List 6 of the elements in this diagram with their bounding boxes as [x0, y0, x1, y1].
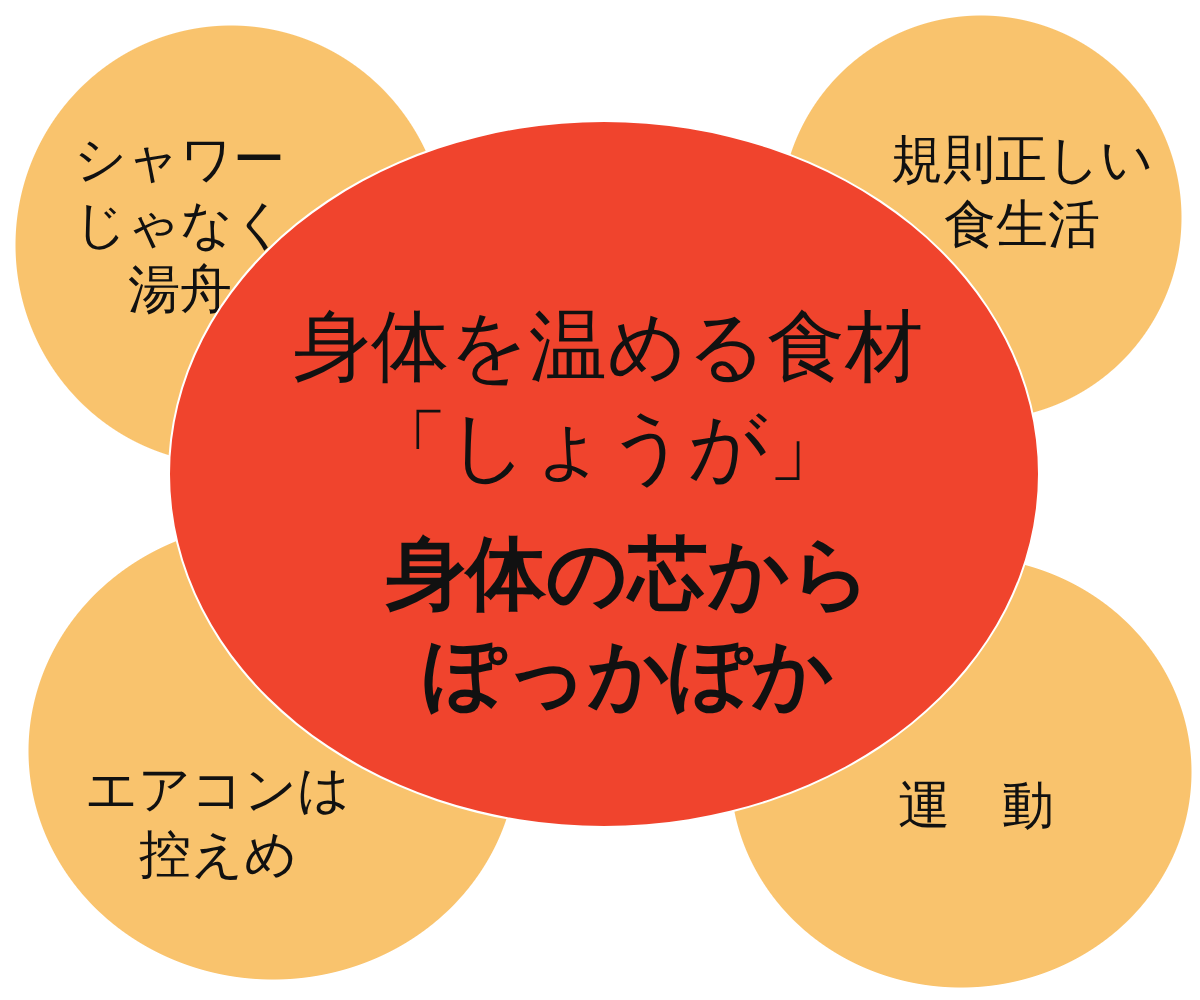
bubble-text: 規則正しい食生活 — [890, 128, 1154, 256]
bubble-text: シャワーじゃなく湯舟 — [73, 127, 287, 321]
slogan-text: 身体の芯からぽっかぽか — [384, 526, 873, 722]
bubble-text: エアコンは控えめ — [84, 758, 352, 886]
heading-text: 身体を温める食材「しょうが」 — [292, 300, 924, 493]
bubble-text: 運 動 — [897, 773, 1055, 837]
